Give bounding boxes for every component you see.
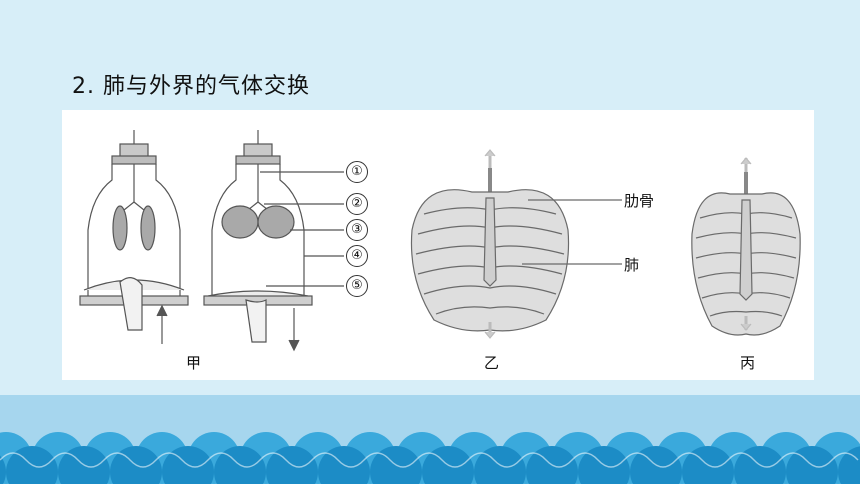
breathing-diagram — [79, 130, 801, 352]
section-heading: 2. 肺与外界的气体交换 — [72, 74, 310, 99]
rib-cage-exhale — [691, 157, 801, 336]
wave-decoration — [0, 398, 860, 484]
bell-jar-exhale — [203, 130, 344, 352]
caption-bing: 丙 — [740, 354, 756, 372]
label-rib: 肋骨 — [624, 192, 655, 210]
rib-cage-inhale — [410, 149, 622, 339]
callout-4: ④ — [346, 245, 368, 267]
callout-3: ③ — [346, 219, 368, 241]
breathing-figure-panel: ① ② ③ ④ ⑤ 肋骨 肺 甲 乙 丙 — [62, 110, 814, 380]
callout-2: ② — [346, 193, 368, 215]
callout-5: ⑤ — [346, 275, 368, 297]
bell-jar-inhale — [79, 130, 189, 344]
caption-yi: 乙 — [484, 354, 500, 372]
label-lung: 肺 — [624, 256, 640, 274]
caption-jia: 甲 — [186, 354, 202, 372]
callout-1: ① — [346, 161, 368, 183]
